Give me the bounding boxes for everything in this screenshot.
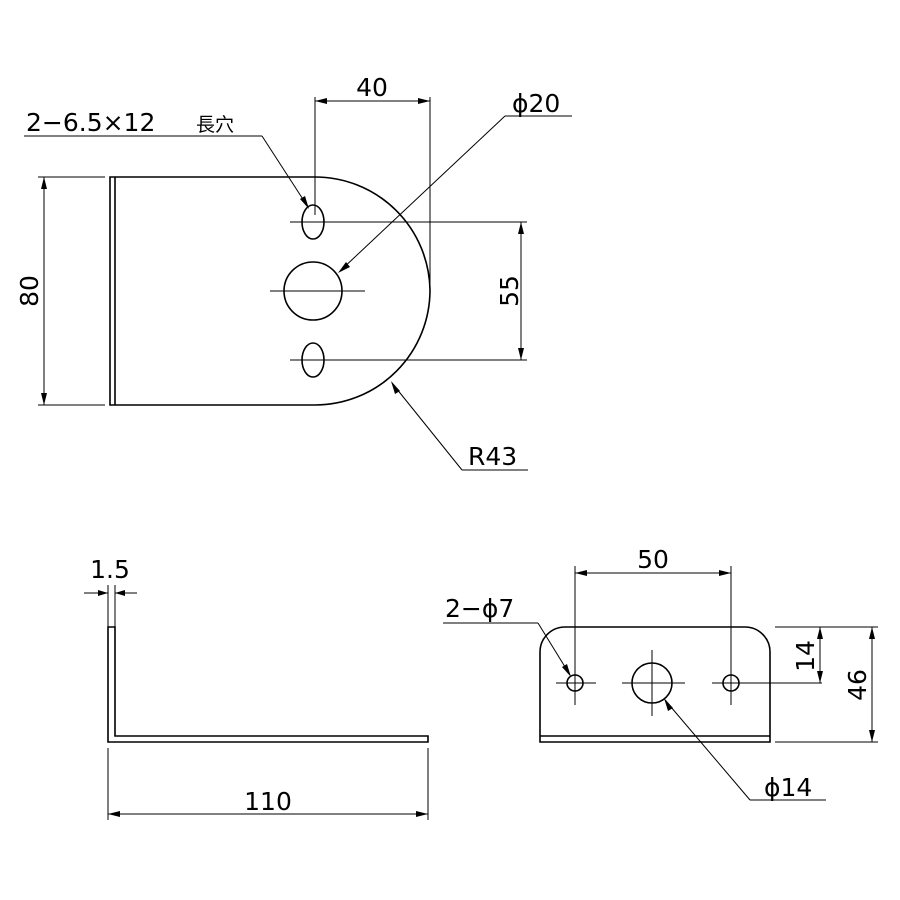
dim-46-label: 46 [843,669,872,701]
dim-80-label: 80 [15,275,44,307]
front-view: 40 80 55 ϕ20 2−6.5×12 長穴 R43 [15,73,572,471]
phi20-leader [339,115,506,272]
arrow [664,698,673,711]
arrow [115,590,125,596]
dim-14-label: 14 [791,640,820,672]
arrow [391,381,400,394]
arrow [315,98,327,104]
slot-note-label: 2−6.5×12 [26,108,155,137]
flange-outline [539,626,771,743]
slot-note-leader [261,135,309,208]
arrow [41,177,47,189]
r43-leader [391,382,463,471]
dim-110-label: 110 [244,787,292,816]
angle-profile [107,626,429,743]
r43-label: R43 [468,442,517,471]
arrow [416,811,428,817]
dim-1.5-label: 1.5 [90,555,130,584]
arrow [869,627,875,639]
arrow [518,348,524,360]
arrow [869,730,875,742]
arrow [108,811,120,817]
dim-40-label: 40 [356,73,388,102]
dim-50-label: 50 [637,545,669,574]
slot-note-suffix: 長穴 [196,114,234,136]
arrow [562,664,571,677]
arrow [817,671,823,683]
phi14-label: ϕ14 [764,773,812,802]
front-outline [109,176,431,406]
arrow [418,98,430,104]
phi7-label: 2−ϕ7 [445,594,514,623]
arrow [575,570,587,576]
arrow [518,222,524,234]
phi20-label: ϕ20 [512,89,560,118]
arrow [338,262,350,273]
phi14-leader [664,699,751,801]
arrow [41,393,47,405]
arrow [300,196,309,209]
bottom-view: 50 46 14 2−ϕ7 ϕ14 [443,545,878,802]
arrow [719,570,731,576]
dim-55-label: 55 [495,275,524,307]
arrow [98,590,108,596]
arrow [817,627,823,639]
side-view: 1.5 110 [84,555,429,820]
